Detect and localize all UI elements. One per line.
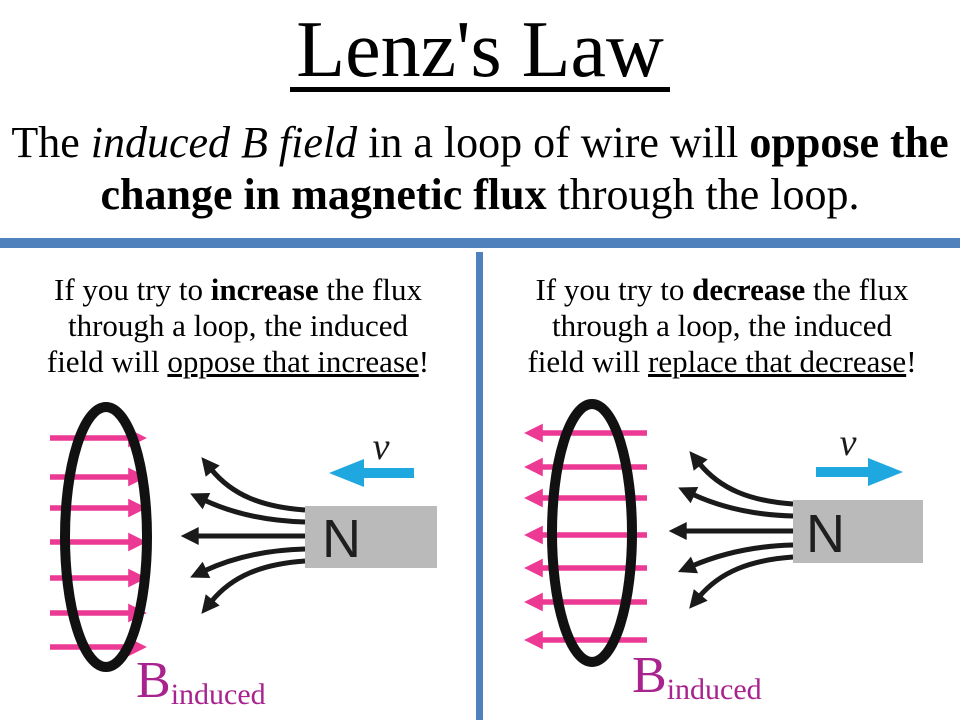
left-panel-diagram: N v Binduced [50,402,437,711]
field-line [689,554,794,609]
caption-seg-bold: decrease [692,272,806,307]
velocity-arrow-head [329,459,364,487]
b-induced-label: Binduced [632,647,762,706]
field-line [677,542,794,574]
b-induced-label: Binduced [136,652,266,711]
magnet [305,506,437,568]
field-line [201,558,306,614]
field-line [201,457,306,513]
wire-loop [547,399,637,667]
caption-seg: field will [46,344,168,379]
magnet-pole-label: N [806,504,845,564]
right-panel-diagram: N v Binduced [524,399,923,706]
subtitle-seg: through the loop. [546,170,860,219]
title-row: Lenz's Law [0,10,960,92]
caption-seg: the flux [318,272,422,307]
vertical-divider [476,252,483,720]
caption-seg: If you try to [54,272,211,307]
velocity-arrow-right [816,458,903,486]
subtitle-seg: in a loop of wire will [357,118,750,167]
subtitle-line-2: change in magnetic flux through the loop… [0,169,960,221]
subtitle-seg-bold: oppose the [749,118,949,167]
wire-loop [60,402,152,672]
right-panel-caption: If you try to decrease the flux through … [484,272,960,380]
velocity-label: v [840,422,857,464]
left-panel-caption: If you try to increase the flux through … [0,272,476,380]
caption-line: through a loop, the induced [551,308,893,343]
field-line [190,492,306,525]
magnet-field-lines [668,451,794,609]
subtitle-seg-italic: induced B field [90,118,358,167]
caption-seg: ! [418,344,430,379]
velocity-label: v [373,426,390,468]
field-line [689,451,794,507]
caption-line: through a loop, the induced [67,308,409,343]
magnet [793,500,923,563]
velocity-arrow-left [329,459,414,487]
subtitle-seg: The [11,118,91,167]
caption-seg: ! [906,344,917,379]
subtitle-line-1: The induced B field in a loop of wire wi… [0,117,960,169]
page-title: Lenz's Law [290,10,670,92]
horizontal-divider [0,238,960,248]
magnet-pole-label: N [322,509,361,569]
caption-seg: If you try to [535,272,693,307]
caption-seg: the flux [805,272,909,307]
field-line [190,546,306,579]
caption-seg-underline: replace that decrease [648,344,907,379]
field-line [678,486,794,519]
subtitle-seg-bold: change in magnetic flux [100,170,547,219]
magnet-field-lines [180,457,306,614]
caption-seg-underline: oppose that increase [167,344,419,379]
velocity-arrow-head [868,458,903,486]
caption-seg-bold: increase [210,272,319,307]
subtitle: The induced B field in a loop of wire wi… [0,117,960,221]
caption-seg: field will [527,344,649,379]
